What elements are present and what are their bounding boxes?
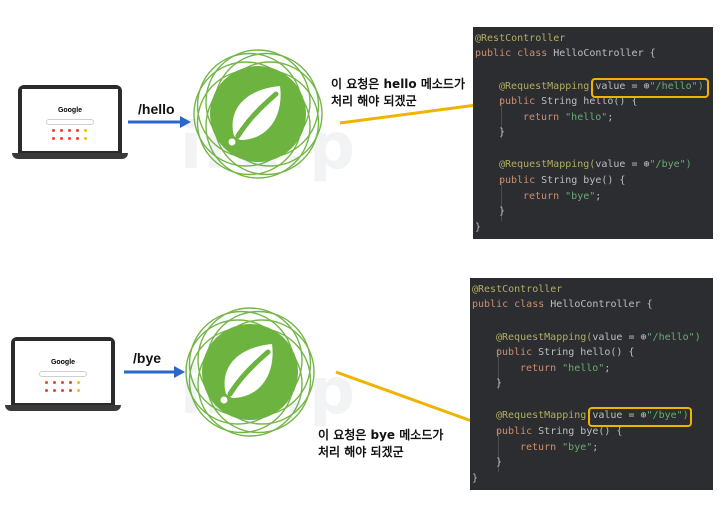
code-line: return "bye"; [523,191,602,202]
shortcut-tile [60,129,63,132]
shortcut-tile [45,389,48,392]
code-line: } [499,206,506,217]
shortcut-tile [45,381,48,384]
shortcut-tile [53,381,56,384]
shortcut-tile [76,137,79,140]
handler-caption-line1: 이 요청은 hello 메소드가 [331,77,466,91]
highlight-box [591,78,709,98]
code-line: public String hello() { [499,96,638,107]
shortcut-tile [69,389,72,392]
shortcut-tile [84,129,87,132]
code-line: public class HelloController { [475,48,656,59]
spring-logo-icon [193,49,323,179]
shortcut-tile [52,137,55,140]
shortcut-tile [61,381,64,384]
shortcut-tile [61,389,64,392]
code-line: return "hello"; [520,363,611,374]
shortcut-tile [76,129,79,132]
code-line: } [475,222,482,233]
code-line: public class HelloController { [472,299,653,310]
shortcut-tile [53,389,56,392]
shortcut-tile [60,137,63,140]
handler-caption-line2: 처리 해야 되겠군 [331,94,417,108]
browser-window: Google [15,341,111,403]
code-line: @RestController [475,33,566,44]
request-arrow [124,366,185,378]
code-line: } [496,457,503,468]
leaf-icon [220,344,273,404]
shortcut-tile [84,137,87,140]
browser-search-bar [46,119,94,125]
laptop-base [5,405,121,411]
code-line: } [472,473,479,484]
spring-logo-icon [185,307,315,437]
browser-window: Google [22,89,118,151]
code-line: @RestController [472,284,563,295]
shortcut-tile [52,129,55,132]
handler-caption-line2: 처리 해야 되겠군 [318,445,404,459]
handler-caption-line1: 이 요청은 bye 메소드가 [318,428,444,442]
laptop-icon: Google [12,85,128,160]
code-line: @RequestMapping(value = ⊕"/hello") [496,332,701,343]
google-logo: Google [50,359,76,366]
code-line: public String hello() { [496,347,635,358]
request-arrow [128,116,191,128]
shortcut-tile [68,137,71,140]
code-line: return "bye"; [520,442,599,453]
code-line: @RequestMapping(value = ⊕"/hello") [499,81,704,92]
request-path-label: /hello [138,101,175,117]
browser-search-bar [39,371,87,377]
highlight-box [588,407,692,427]
code-editor: @RestController public class HelloContro… [473,27,713,239]
code-line: @RequestMapping(value = ⊕"/bye") [496,410,689,421]
code-line: public String bye() { [499,175,626,186]
leaf-icon [228,86,281,146]
code-line: public String bye() { [496,426,623,437]
shortcut-tile [77,381,80,384]
code-line: } [499,127,506,138]
code-line: return "hello"; [523,112,614,123]
request-path-label: /bye [133,350,162,366]
laptop-icon: Google [5,337,121,412]
shortcut-tile [77,389,80,392]
google-logo: Google [57,107,83,114]
code-line: } [496,378,503,389]
shortcut-tile [68,129,71,132]
code-editor: @RestController public class HelloContro… [470,278,713,490]
code-line: @RequestMapping(value = ⊕"/bye") [499,159,692,170]
shortcut-tile [69,381,72,384]
laptop-base [12,153,128,159]
